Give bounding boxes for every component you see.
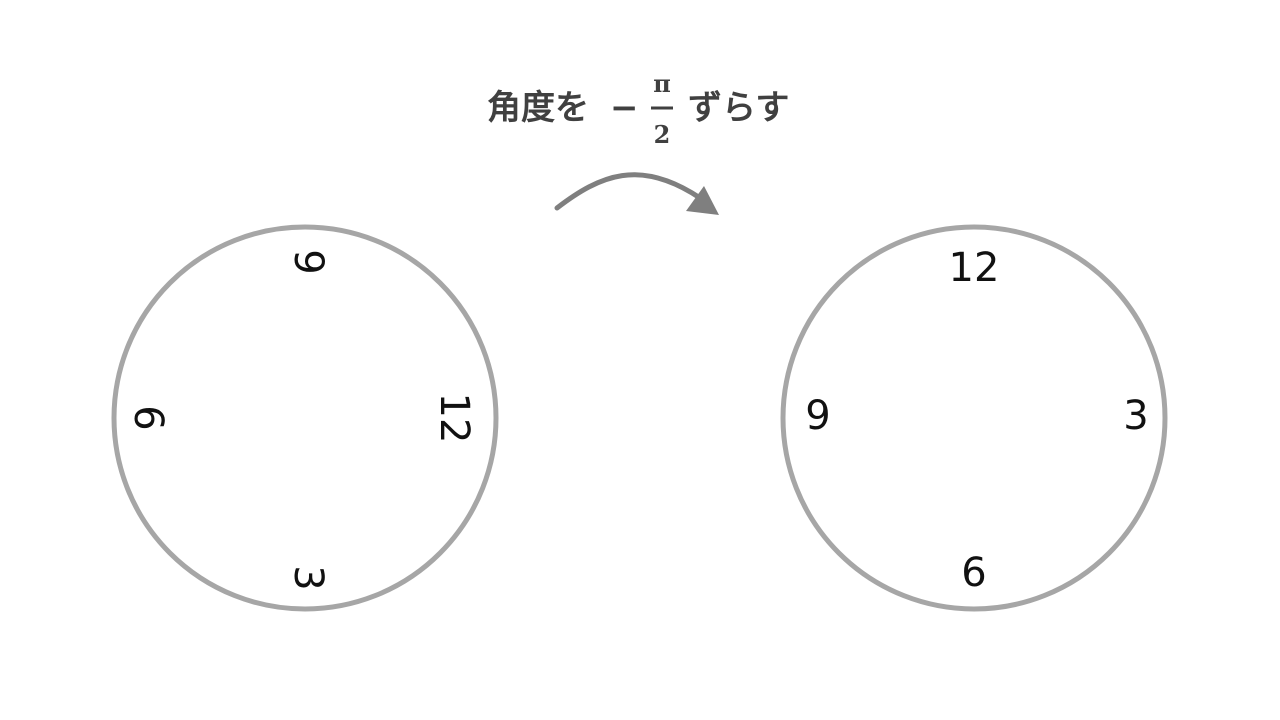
left-clock-face xyxy=(111,224,499,612)
left-clock-label-bottom: 3 xyxy=(285,565,331,590)
title-fraction-numerator: π xyxy=(653,69,671,98)
title: 角度を − π 2 ずらす xyxy=(487,69,789,149)
title-suffix: ずらす xyxy=(688,88,789,128)
right-clock-face xyxy=(780,224,1168,612)
left-clock-label-left: 6 xyxy=(125,405,171,430)
curved-arrow-icon xyxy=(554,172,719,215)
left-clock: 9 12 3 6 xyxy=(111,224,499,612)
right-clock-label-top: 12 xyxy=(949,245,1000,291)
right-clock-label-right: 3 xyxy=(1123,393,1148,439)
left-clock-label-right: 12 xyxy=(431,393,477,444)
arrow-shaft xyxy=(554,172,703,211)
arrow-head xyxy=(686,186,719,215)
title-minus-sign: − xyxy=(610,88,639,128)
title-fraction-denominator: 2 xyxy=(654,120,671,149)
right-clock-label-bottom: 6 xyxy=(961,550,986,596)
title-prefix: 角度を xyxy=(487,88,589,128)
right-clock-label-left: 9 xyxy=(805,393,830,439)
left-clock-label-top: 9 xyxy=(285,249,331,274)
right-clock: 12 3 6 9 xyxy=(780,224,1168,612)
